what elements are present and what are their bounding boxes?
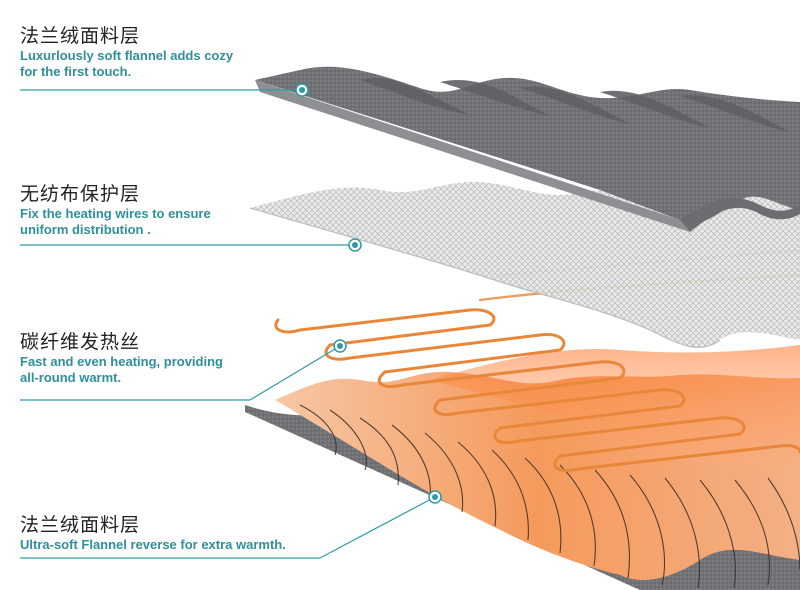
layer-title: 碳纤维发热丝 — [20, 331, 141, 353]
pointer-dots — [295, 83, 442, 504]
leader-lines — [20, 89, 436, 559]
layer-label-bottom-flannel: 法兰绒面料层 Ultra-soft Flannel reverse for ex… — [20, 513, 286, 553]
layer-title: 无纺布保护层 — [20, 183, 141, 205]
leader-line-3b — [249, 345, 341, 401]
layer-title: 法兰绒面料层 — [20, 25, 141, 47]
top-flannel-layer — [255, 66, 800, 232]
layer-title: 法兰绒面料层 — [20, 514, 141, 536]
layer-description: Luxurlously soft flannel adds cozy for t… — [20, 48, 234, 79]
leader-line-4b — [319, 496, 436, 559]
layer-label-non-woven: 无纺布保护层 Fix the heating wires to ensure u… — [20, 182, 211, 238]
layer-description: Fast and even heating, providing all-rou… — [20, 354, 223, 385]
layer-label-heating-wire: 碳纤维发热丝 Fast and even heating, providing … — [20, 330, 223, 386]
layer-description: Fix the heating wires to ensure uniform … — [20, 206, 211, 237]
non-woven-mesh-layer — [249, 181, 800, 349]
layer-description: Ultra-soft Flannel reverse for extra war… — [20, 537, 286, 552]
layer-label-top-flannel: 法兰绒面料层 Luxurlously soft flannel adds coz… — [20, 24, 233, 80]
